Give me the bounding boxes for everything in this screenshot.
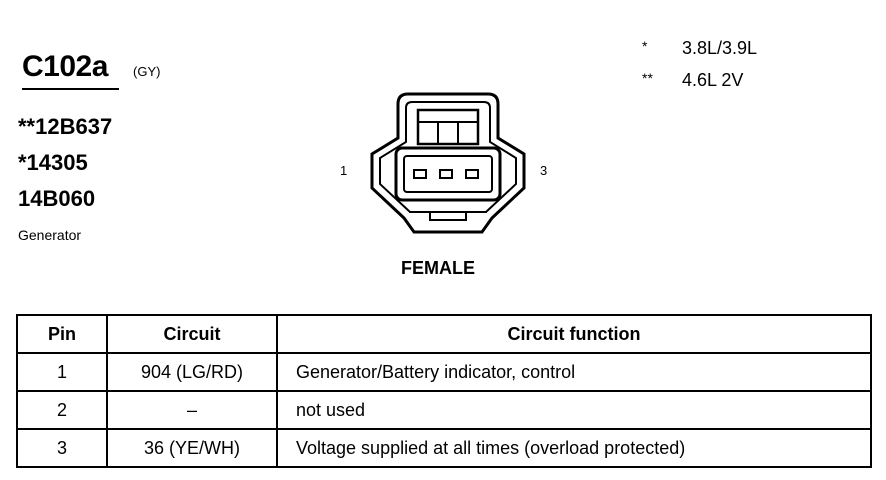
legend-row: ** 4.6L 2V	[642, 70, 743, 91]
pin-terminal-1	[413, 169, 427, 179]
table-row: 2 – not used	[16, 390, 872, 430]
pin-terminal-2	[439, 169, 453, 179]
legend-text: 4.6L 2V	[682, 70, 744, 90]
pin-terminal-3	[465, 169, 479, 179]
circuit-cell: 904 (LG/RD)	[106, 352, 278, 392]
connector-housing-inner-outline	[379, 101, 517, 213]
table-header-row: Pin Circuit Circuit function	[16, 314, 872, 354]
connector-face-drawing	[370, 92, 526, 234]
pin-3-label: 3	[540, 163, 548, 178]
pin-cell: 1	[16, 352, 108, 392]
connector-id-underline	[22, 88, 119, 90]
pin-cell: 2	[16, 390, 108, 430]
legend-mark: **	[642, 70, 653, 86]
pin-1-label: 1	[340, 163, 348, 178]
circuit-cell: 36 (YE/WH)	[106, 428, 278, 468]
legend-row: * 3.8L/3.9L	[642, 38, 757, 59]
column-header-pin: Pin	[16, 314, 108, 354]
circuit-function-cell: Generator/Battery indicator, control	[276, 352, 872, 392]
pin-cell: 3	[16, 428, 108, 468]
pinout-table: Pin Circuit Circuit function 1 904 (LG/R…	[16, 314, 872, 468]
table-row: 1 904 (LG/RD) Generator/Battery indicato…	[16, 352, 872, 392]
table-row: 3 36 (YE/WH) Voltage supplied at all tim…	[16, 428, 872, 468]
connector-id: C102a	[22, 50, 108, 83]
connector-color-code: (GY)	[133, 64, 161, 79]
legend-mark: *	[642, 38, 648, 54]
column-header-circuit-function: Circuit function	[276, 314, 872, 354]
component-name: Generator	[18, 227, 82, 243]
locking-latch	[416, 108, 480, 146]
part-number-2: *14305	[18, 150, 88, 175]
circuit-function-cell: not used	[276, 390, 872, 430]
column-header-circuit: Circuit	[106, 314, 278, 354]
legend-text: 3.8L/3.9L	[682, 38, 758, 58]
circuit-function-cell: Voltage supplied at all times (overload …	[276, 428, 872, 468]
part-number-3: 14B060	[18, 186, 96, 211]
connector-gender: FEMALE	[401, 258, 475, 278]
connector-housing-outline	[370, 92, 526, 234]
part-number-1: **12B637	[18, 114, 113, 139]
terminal-cavity-block	[394, 146, 502, 202]
polarization-key	[429, 212, 467, 221]
circuit-cell: –	[106, 390, 278, 430]
